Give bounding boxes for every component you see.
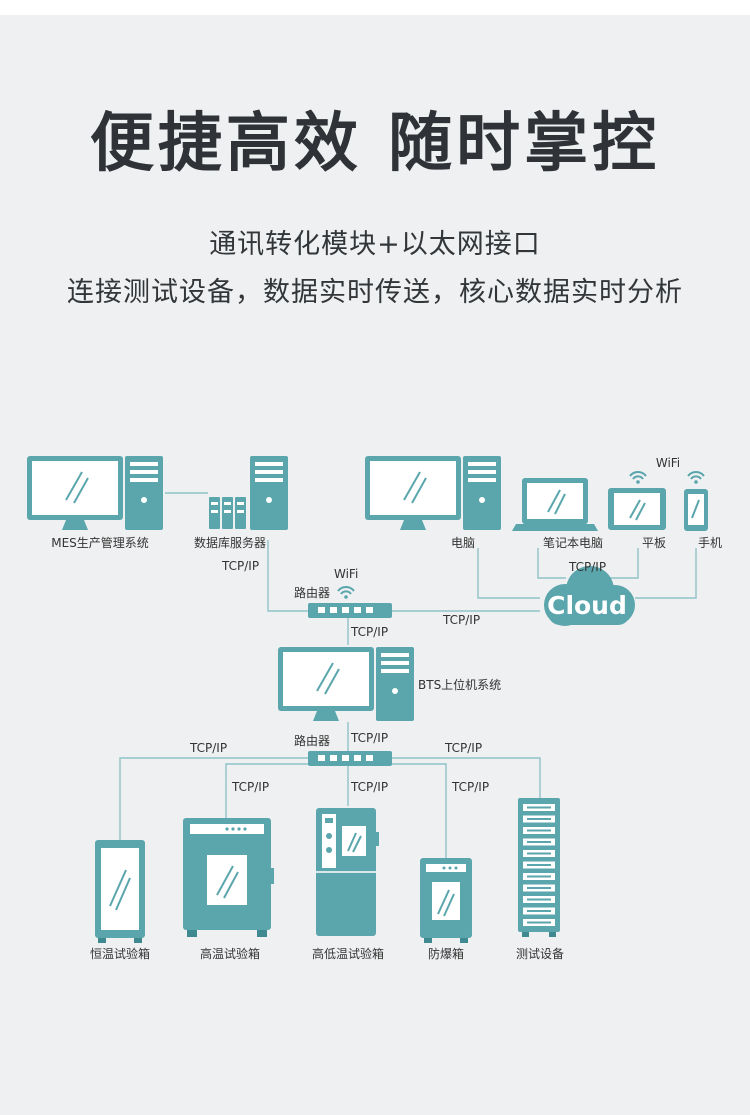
bts-computer xyxy=(278,647,414,721)
tcp-label-left: TCP/IP xyxy=(189,741,227,755)
tcp-label-right: TCP/IP xyxy=(444,741,482,755)
rack-slot-indicator xyxy=(527,875,551,878)
line-laptop-cloud xyxy=(537,548,566,579)
phone-label: 手机 xyxy=(698,536,722,550)
pc-label: 电脑 xyxy=(451,536,475,550)
rack-slot-indicator xyxy=(527,864,551,866)
device-label-4: 防爆箱 xyxy=(428,946,464,961)
test-equipment-rack xyxy=(518,798,560,937)
subtitle-line-1: 通讯转化模块+以太网接口 xyxy=(209,229,541,260)
rack-slot-indicator xyxy=(527,829,551,832)
device-label-5: 测试设备 xyxy=(516,946,564,961)
tcp-label-cloud: TCP/IP xyxy=(568,560,606,574)
page-title: 便捷高效 随时掌控 xyxy=(89,107,661,181)
tablet xyxy=(608,488,666,530)
device-label-1: 恒温试验箱 xyxy=(90,946,150,961)
wifi-icon xyxy=(337,586,355,599)
wifi-icon xyxy=(629,471,647,484)
rack-slot-indicator xyxy=(527,910,551,912)
line-router2-dev1 xyxy=(119,757,308,840)
router-bottom xyxy=(308,751,392,766)
device-label-2: 高温试验箱 xyxy=(200,946,260,961)
tcp-label-db: TCP/IP xyxy=(221,559,259,573)
phone xyxy=(684,489,708,531)
subtitle-line-2: 连接测试设备，数据实时传送，核心数据实时分析 xyxy=(67,277,683,308)
tcp-label-router-cloud: TCP/IP xyxy=(442,613,480,627)
explosion-proof-chamber xyxy=(420,858,472,943)
cloud-label: Cloud xyxy=(547,591,627,620)
bts-label: BTS上位机系统 xyxy=(418,677,501,692)
mes-computer xyxy=(27,456,163,530)
line-router2-dev5 xyxy=(392,757,541,798)
wifi-label-top: WiFi xyxy=(656,456,680,470)
laptop-label: 笔记本电脑 xyxy=(543,535,603,550)
db-label: 数据库服务器 xyxy=(194,535,266,550)
rack-slot-indicator xyxy=(527,841,551,843)
tcp-label-bts-router: TCP/IP xyxy=(350,731,388,745)
database-server xyxy=(209,456,288,530)
rack-slot-indicator xyxy=(527,852,551,855)
tcp-label-dev3: TCP/IP xyxy=(350,780,388,794)
device-label-3: 高低温试验箱 xyxy=(312,946,384,961)
tcp-label-dev4: TCP/IP xyxy=(451,780,489,794)
rack-slot-indicator xyxy=(527,806,551,809)
line-db-router xyxy=(267,540,308,612)
tablet-label: 平板 xyxy=(642,536,666,550)
pc-computer xyxy=(365,456,501,530)
line-pc-cloud xyxy=(477,548,540,599)
line-router2-dev4 xyxy=(378,763,447,858)
router-bottom-label: 路由器 xyxy=(294,733,330,748)
high-temperature-chamber xyxy=(183,818,274,937)
rack-slot-indicator xyxy=(527,887,551,889)
rack-slot-indicator xyxy=(527,921,551,924)
router-top-wifi-label: WiFi xyxy=(334,567,358,581)
tcp-label-router-bts: TCP/IP xyxy=(350,625,388,639)
cloud-icon xyxy=(544,566,635,626)
tcp-label-dev2: TCP/IP xyxy=(231,780,269,794)
constant-temperature-chamber xyxy=(95,840,145,943)
mes-label: MES生产管理系统 xyxy=(51,535,149,550)
laptop xyxy=(512,478,598,531)
high-low-temperature-chamber xyxy=(316,808,379,936)
rack-slot-indicator xyxy=(527,818,551,820)
connection-lines xyxy=(119,492,697,858)
router-top-label: 路由器 xyxy=(294,585,330,600)
line-phone-cloud xyxy=(635,548,697,599)
wifi-icon xyxy=(687,471,705,484)
line-tablet-cloud xyxy=(610,548,639,579)
router-top xyxy=(308,603,392,618)
rack-slot-indicator xyxy=(527,898,551,901)
line-router2-dev2 xyxy=(225,763,318,818)
